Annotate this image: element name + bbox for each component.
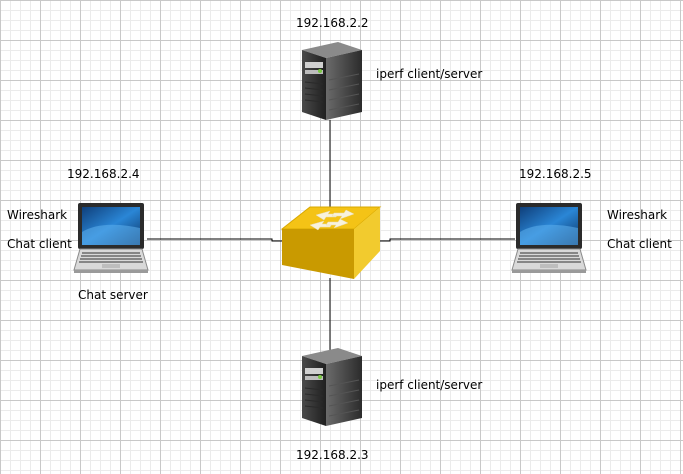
laptop-left-role-chat-server: Chat server [78,288,148,302]
server-top-role: iperf client/server [376,67,483,81]
server-bottom [298,346,366,432]
server-top-ip: 192.168.2.2 [296,16,369,30]
server-bottom-ip: 192.168.2.3 [296,448,369,462]
laptop-icon [511,203,587,273]
switch-icon [280,206,382,279]
wire-switch-to-laptop-left [147,238,283,242]
laptop-right [510,202,590,278]
laptop-left-role-wireshark: Wireshark [7,208,68,222]
server-bottom-role: iperf client/server [376,378,483,392]
laptop-left [72,202,152,278]
laptop-left-ip: 192.168.2.4 [67,167,140,181]
server-icon [302,348,362,426]
laptop-icon [73,203,149,273]
laptop-right-ip: 192.168.2.5 [519,167,592,181]
server-icon [302,42,362,120]
laptop-left-role-chat-client: Chat client [7,237,72,251]
laptop-right-role-wireshark: Wireshark [607,208,668,222]
network-switch [280,203,384,285]
wire-switch-to-laptop-right [380,238,515,242]
laptop-right-role-chat-client: Chat client [607,237,672,251]
server-top [298,40,366,126]
